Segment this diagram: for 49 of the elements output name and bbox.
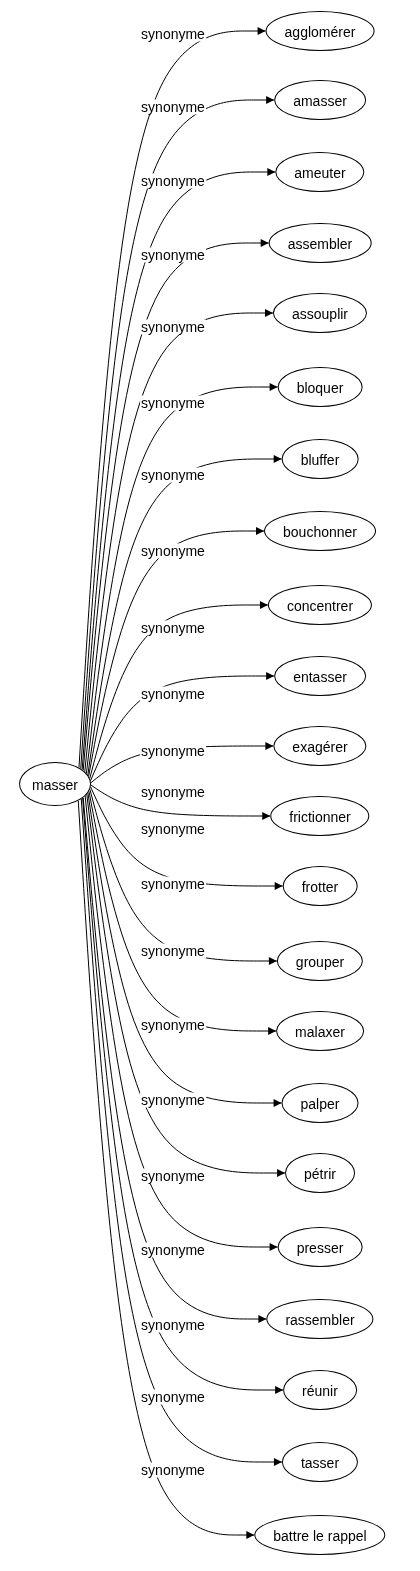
edge-label: synonyme <box>140 395 206 411</box>
edge-label: synonyme <box>140 876 206 892</box>
node-ellipse: bloquer <box>277 367 363 407</box>
edge-label: synonyme <box>140 1242 206 1258</box>
node-ellipse: presser <box>277 1227 363 1267</box>
edge-label: synonyme <box>140 1389 206 1405</box>
edge-label: synonyme <box>140 1168 206 1184</box>
node-ellipse: frotter <box>282 866 358 906</box>
node-ellipse: réunir <box>283 1370 357 1410</box>
edge-label: synonyme <box>140 173 206 189</box>
node-ellipse: rassembler <box>266 1299 374 1339</box>
node-ellipse: palper <box>281 1083 359 1123</box>
edge-label: synonyme <box>140 743 206 759</box>
arrow <box>84 309 274 773</box>
node-ellipse: amasser <box>274 80 366 120</box>
edge-label: synonyme <box>140 943 206 959</box>
node-ellipse: ameuter <box>275 152 365 192</box>
node-ellipse: grouper <box>276 941 364 981</box>
node-ellipse: agglomérer <box>265 11 375 51</box>
edge-label: synonyme <box>140 247 206 263</box>
arrow <box>85 383 279 774</box>
edge-label: synonyme <box>140 1092 206 1108</box>
node-ellipse: entasser <box>274 656 366 696</box>
node-ellipse: masser <box>19 762 91 806</box>
arrow <box>89 601 269 779</box>
node-ellipse: assouplir <box>273 293 367 333</box>
edge-label: synonyme <box>140 467 206 483</box>
edge-label: synonyme <box>140 686 206 702</box>
edge-label: synonyme <box>140 543 206 559</box>
node-ellipse: bluffer <box>281 439 359 479</box>
node-ellipse: assembler <box>268 223 372 263</box>
node-ellipse: exagérer <box>273 726 367 766</box>
node-ellipse: frictionner <box>270 796 370 836</box>
node-ellipse: bouchonner <box>264 511 376 551</box>
node-ellipse: concentrer <box>267 585 373 625</box>
edge-label: synonyme <box>140 99 206 115</box>
arrow <box>90 784 271 820</box>
arrow <box>82 797 267 1323</box>
node-ellipse: tasser <box>281 1442 359 1482</box>
edge-label: synonyme <box>140 620 206 636</box>
edge-label: synonyme <box>140 1462 206 1478</box>
node-ellipse: malaxer <box>276 1011 364 1051</box>
arrow <box>84 795 279 1251</box>
edge-label: synonyme <box>140 319 206 335</box>
edge-label: synonyme <box>140 1317 206 1333</box>
node-ellipse: battre le rappel <box>254 1515 386 1555</box>
edge-label: synonyme <box>140 1017 206 1033</box>
arrow <box>77 800 255 1539</box>
node-ellipse: pétrir <box>285 1153 355 1193</box>
